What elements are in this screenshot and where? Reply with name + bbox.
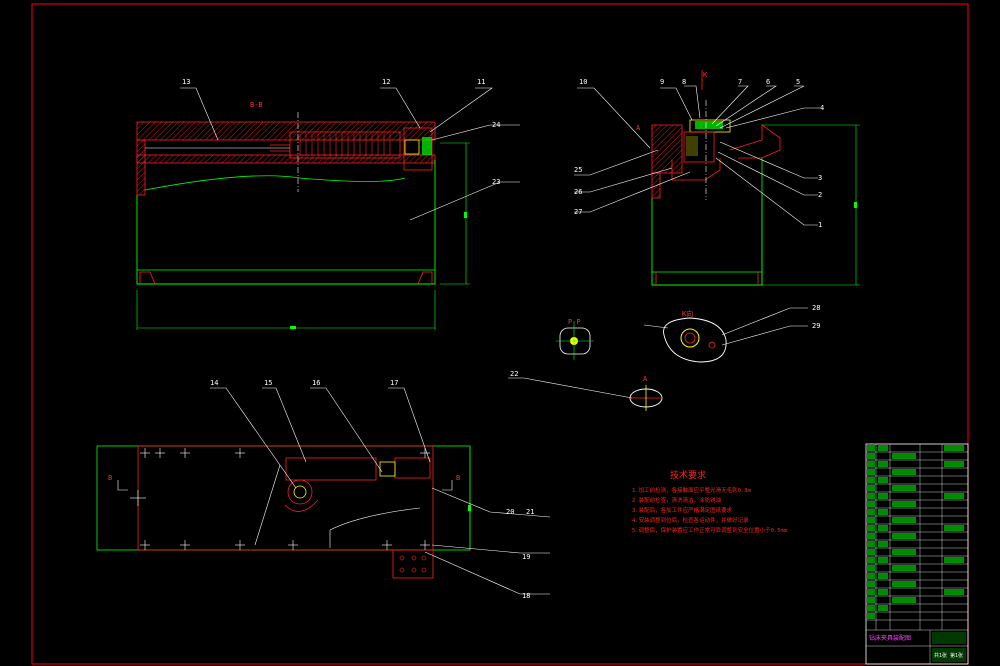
callout-28: 28 <box>812 304 820 312</box>
callout-6: 6 <box>766 78 770 86</box>
callout-4: 4 <box>820 104 824 112</box>
tech-req-line-4: 4.安装调整到位后，检查各运动件，并做好记录 <box>632 516 749 524</box>
callout-20: 20 <box>506 508 514 516</box>
callouts <box>180 85 820 595</box>
view-k: K向 <box>643 309 727 363</box>
callout-10: 10 <box>579 78 587 86</box>
callout-26: 26 <box>574 188 582 196</box>
tech-req-line-1: 1.加工前检测，各接触面应平整光滑无毛刺0.8m <box>632 486 752 494</box>
callout-29: 29 <box>812 322 820 330</box>
view-side: A K <box>636 70 860 286</box>
section-mark-b-right: B <box>456 474 460 482</box>
section-label-pp: P-P <box>568 318 581 326</box>
callout-3: 3 <box>818 174 822 182</box>
callout-17: 17 <box>390 379 398 387</box>
callout-18: 18 <box>522 592 530 600</box>
callout-22: 22 <box>510 370 518 378</box>
callout-13: 13 <box>182 78 190 86</box>
view-plan: B B <box>96 445 471 579</box>
view-a: A <box>629 375 663 411</box>
view-bb: B-B <box>136 101 470 330</box>
callout-16: 16 <box>312 379 320 387</box>
section-mark-a: A <box>636 124 641 132</box>
callout-labels: 13 12 11 24 23 10 9 8 7 6 5 4 3 2 1 25 2… <box>182 78 824 600</box>
callout-24: 24 <box>492 121 500 129</box>
callout-9: 9 <box>660 78 664 86</box>
callout-21: 21 <box>526 508 534 516</box>
section-label-bb: B-B <box>250 101 263 109</box>
callout-7: 7 <box>738 78 742 86</box>
callout-25: 25 <box>574 166 582 174</box>
callout-11: 11 <box>477 78 485 86</box>
technical-requirements: 技术要求 1.加工前检测，各接触面应平整光滑无毛刺0.8m 2.装配前检查，清洗… <box>632 469 788 534</box>
title-block-drawing-title: 钻床夹具装配图 <box>869 634 911 642</box>
callout-15: 15 <box>264 379 272 387</box>
callout-2: 2 <box>818 191 822 199</box>
title-block-sheet: 共1张 第1张 <box>934 652 963 659</box>
tech-req-line-3: 3.装配后，各加工件应严格满足图纸要求 <box>632 506 733 514</box>
drawing-border <box>31 3 969 665</box>
view-mark-k: K <box>703 71 708 79</box>
callout-12: 12 <box>382 78 390 86</box>
section-mark-b-left: B <box>108 474 112 482</box>
callout-1: 1 <box>818 221 822 229</box>
callout-23: 23 <box>492 178 500 186</box>
callout-27: 27 <box>574 208 582 216</box>
callout-8: 8 <box>682 78 686 86</box>
view-label-a: A <box>643 375 648 383</box>
view-pp: P-P <box>556 318 594 360</box>
view-label-k: K向 <box>682 309 693 318</box>
title-block: 钻床夹具装配图 共1张 第1张 <box>865 443 969 665</box>
callout-14: 14 <box>210 379 218 387</box>
tech-req-title: 技术要求 <box>670 469 706 481</box>
callout-5: 5 <box>796 78 800 86</box>
callout-19: 19 <box>522 553 530 561</box>
tech-req-line-2: 2.装配前检查，清洗清洁，涂防锈油 <box>632 496 722 504</box>
tech-req-line-5: 5.调整后，保护装置应工作正常可靠调整到安全位置小于0.5mm <box>632 526 788 534</box>
